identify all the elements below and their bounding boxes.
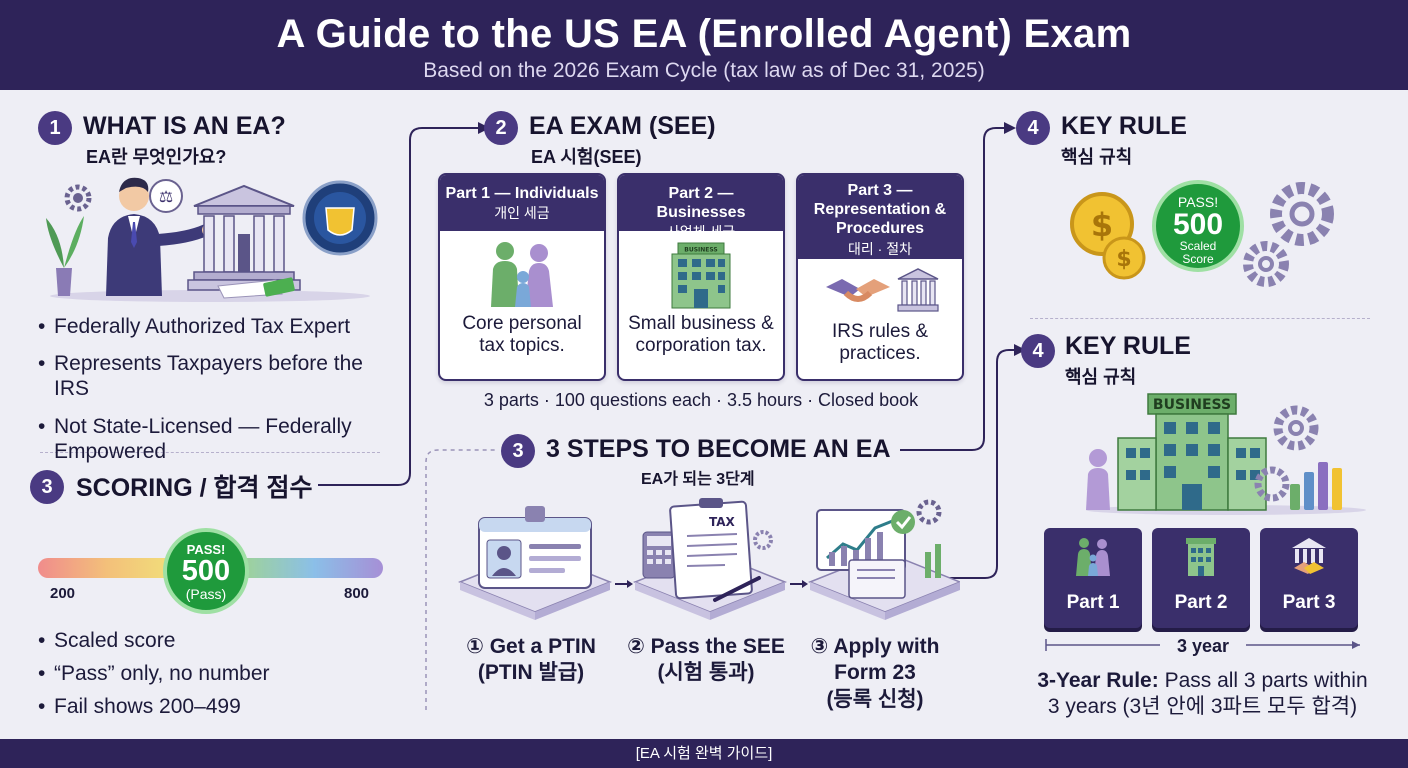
pass-badge-bottom: (Pass): [185, 586, 227, 602]
handshake-bank-icon: [826, 268, 939, 312]
part-1-card: Part 1 — Individuals 개인 세금 Core personal…: [438, 173, 606, 381]
scale-max-label: 800: [344, 585, 370, 602]
ea-exam-subtitle: EA 시험(SEE): [531, 147, 642, 167]
section-divider: [1030, 318, 1370, 319]
exam-format-footnote: 3 parts · 100 questions each · 3.5 hours…: [483, 390, 919, 410]
steps-illustration: TAX: [457, 498, 960, 620]
svg-text:$: $: [1091, 206, 1113, 244]
book-part-2: Part 2: [1152, 528, 1250, 628]
scoring-bullets: Scaled score “Pass” only, no number Fail…: [38, 628, 383, 728]
tax-document-icon: TAX: [632, 498, 788, 620]
book-part-3: Part 3: [1260, 528, 1358, 628]
bullet-item: Scaled score: [38, 628, 383, 653]
ea-exam-title: EA EXAM (SEE): [529, 112, 716, 140]
id-card-icon: [457, 506, 613, 620]
section-number-steps: 3: [501, 434, 535, 468]
bullet-item: “Pass” only, no number: [38, 661, 383, 686]
three-year-rule-text: 3-Year Rule: Pass all 3 parts within 3 y…: [1030, 668, 1375, 721]
part-2-card: Part 2 — Businesses 사업체 세금 BUSINESS Smal…: [617, 173, 785, 381]
what-is-ea-bullets: Federally Authorized Tax Expert Represen…: [38, 314, 383, 476]
what-is-ea-title: WHAT IS AN EA?: [83, 112, 286, 140]
part-3-card: Part 3 — Representation & Procedures 대리 …: [796, 173, 964, 381]
page-subtitle: Based on the 2026 Exam Cycle (tax law as…: [423, 59, 985, 82]
step-3-label: ③ Apply with Form 23 (등록 신청): [800, 634, 950, 713]
key-rule-top-subtitle: 핵심 규칙: [1061, 147, 1133, 167]
section-number-scoring: 3: [30, 470, 64, 504]
step-1-text: ① Get a PTIN: [466, 635, 596, 658]
scoring-title: SCORING / 합격 점수: [76, 474, 313, 502]
gear-icon: [1243, 182, 1334, 287]
key-rule-badge-bottom: Scaled Score: [1179, 239, 1217, 266]
part-3-title: Part 3 — Representation & Procedures: [813, 182, 947, 238]
step-2-ko: (시험 통과): [657, 661, 755, 685]
person-with-irs-building-icon: ⚖: [46, 177, 378, 302]
footer-banner: [EA 시험 완벽 가이드]: [0, 739, 1408, 768]
part-2-header: Part 2 — Businesses 사업체 세금: [619, 175, 783, 240]
footer-text: [EA 시험 완벽 가이드]: [635, 745, 773, 762]
bullet-item: Represents Taxpayers before the IRS: [38, 351, 383, 401]
key-rule-pass-badge: PASS! 500 Scaled Score: [1152, 180, 1244, 272]
svg-text:$: $: [1116, 247, 1131, 272]
scale-min-label: 200: [50, 585, 76, 602]
bullet-item: Not State-Licensed — Federally Empowered: [38, 414, 383, 464]
step-3-text: ③ Apply with Form 23: [810, 635, 940, 685]
connector-lines: [318, 122, 1026, 710]
section-number-2: 2: [484, 111, 518, 145]
section-number-4-bottom: 4: [1021, 334, 1055, 368]
business-sign-text: BUSINESS: [684, 247, 718, 254]
steps-title: 3 STEPS TO BECOME AN EA: [546, 435, 891, 463]
part-1-ko: 개인 세금: [494, 205, 550, 222]
key-rule-badge-top: PASS!: [1177, 194, 1219, 210]
part-1-desc: Core personal tax topics.: [462, 313, 582, 356]
business-building-illustration: BUSINESS: [1086, 393, 1366, 515]
key-rule-top-title: KEY RULE: [1061, 112, 1187, 140]
part-2-ko: 사업체 세금: [666, 224, 736, 241]
pass-badge: PASS! 500 (Pass): [163, 528, 249, 614]
pass-badge-top: PASS!: [186, 542, 226, 557]
key-rule-badge-score: 500: [1172, 208, 1224, 241]
header-banner: A Guide to the US EA (Enrolled Agent) Ex…: [0, 0, 1408, 90]
part-3-desc: IRS rules & practices.: [831, 321, 929, 364]
rule-text-2: 3 years (3년 안에 3파트 모두 합격): [1047, 695, 1358, 719]
key-rule-bottom-title: KEY RULE: [1065, 332, 1191, 360]
step-1-ko: (PTIN 발급): [477, 661, 585, 685]
dollar-coins-icon: $ $: [1070, 192, 1146, 280]
step-2-label: ② Pass the SEE (시험 통과): [616, 634, 796, 687]
section-number-4-top: 4: [1016, 111, 1050, 145]
book-part-2-label: Part 2: [1174, 592, 1228, 613]
coins-gears-illustration: $ $: [1070, 182, 1334, 287]
part-2-desc: Small business & corporation tax.: [628, 313, 774, 356]
step-2-text: ② Pass the SEE: [627, 635, 785, 658]
rule-text: Pass all 3 parts within: [1164, 669, 1368, 692]
rule-bold: 3-Year Rule:: [1037, 669, 1159, 692]
office-building-icon: BUSINESS: [671, 242, 731, 309]
key-rule-bottom-subtitle: 핵심 규칙: [1065, 367, 1137, 387]
bullet-item: Federally Authorized Tax Expert: [38, 314, 383, 339]
form-application-icon: [807, 499, 960, 620]
handshake-bank-icon: [1292, 538, 1326, 574]
what-is-ea-subtitle: EA란 무엇인가요?: [86, 147, 227, 167]
tax-doc-label: TAX: [709, 515, 736, 529]
section-number-1: 1: [38, 111, 72, 145]
book-part-3-label: Part 3: [1282, 592, 1336, 613]
family-icon: [1076, 538, 1110, 576]
book-part-1: Part 1: [1044, 528, 1142, 628]
office-building-icon: [1186, 538, 1216, 576]
part-3-header: Part 3 — Representation & Procedures 대리 …: [798, 175, 962, 259]
pass-badge-score: 500: [181, 555, 231, 587]
step-3-ko: (등록 신청): [826, 687, 924, 711]
svg-text:⚖: ⚖: [159, 187, 173, 206]
part-1-header: Part 1 — Individuals 개인 세금: [440, 175, 604, 231]
part-2-title: Part 2 — Businesses: [656, 185, 746, 222]
bullet-item: Fail shows 200–499: [38, 694, 383, 719]
step-1-label: ① Get a PTIN (PTIN 발급): [456, 634, 606, 687]
timeline-label: 3 year: [1160, 636, 1246, 657]
page-title: A Guide to the US EA (Enrolled Agent) Ex…: [276, 12, 1132, 56]
part-1-title: Part 1 — Individuals: [445, 185, 599, 202]
book-part-1-label: Part 1: [1066, 592, 1120, 613]
steps-subtitle: EA가 되는 3단계: [641, 471, 755, 488]
family-icon: [491, 242, 553, 307]
business-sign-text: BUSINESS: [1153, 397, 1231, 413]
part-3-ko: 대리 · 절차: [848, 240, 912, 257]
